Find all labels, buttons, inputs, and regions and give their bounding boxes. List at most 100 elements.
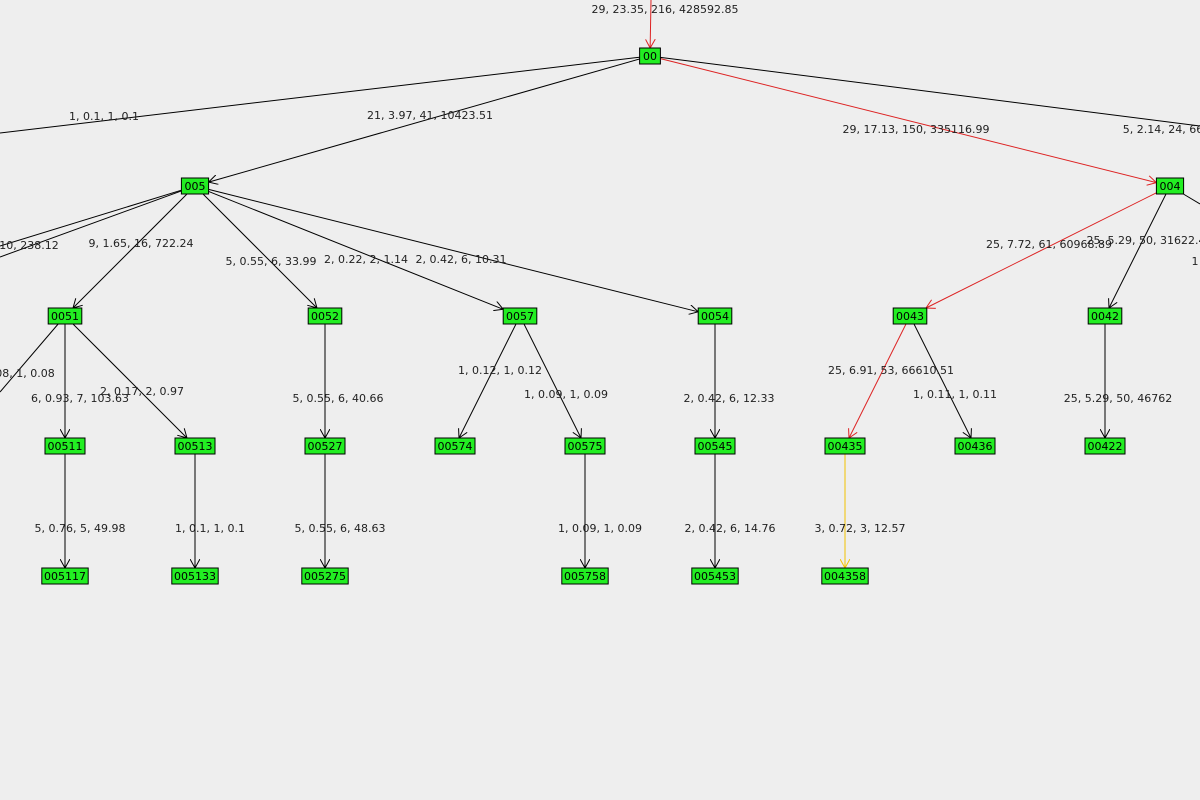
edge-0057-to-00574 — [459, 323, 517, 438]
node-box-005[interactable] — [180, 177, 210, 195]
edge-label-005-to-0051: 9, 1.65, 16, 722.24 — [89, 237, 194, 250]
tree-node-0042[interactable]: 0042 — [1087, 307, 1123, 325]
node-box-00436[interactable] — [954, 437, 996, 455]
node-label-00422: 00422 — [1088, 440, 1123, 453]
edge-004-to-0042 — [1109, 193, 1167, 308]
edge-label-0051-to-offleft-4: 08, 1, 0.08 — [0, 367, 55, 380]
tree-node-0043[interactable]: 0043 — [892, 307, 928, 325]
tree-node-005275[interactable]: 005275 — [301, 567, 349, 585]
tree-node-005117[interactable]: 005117 — [41, 567, 89, 585]
edge-label-005-to-0054: 2, 0.42, 6, 10.31 — [416, 253, 507, 266]
tree-node-00513[interactable]: 00513 — [174, 437, 216, 455]
node-box-00435[interactable] — [824, 437, 866, 455]
tree-node-004358[interactable]: 004358 — [821, 567, 869, 585]
node-label-00574: 00574 — [438, 440, 473, 453]
tree-node-00575[interactable]: 00575 — [564, 437, 606, 455]
node-box-0043[interactable] — [892, 307, 928, 325]
edge-label-005-to-0052: 5, 0.55, 6, 33.99 — [226, 255, 317, 268]
edge-label-00-to-004: 29, 17.13, 150, 335116.99 — [843, 123, 990, 136]
node-box-00422[interactable] — [1084, 437, 1126, 455]
edge-0057-to-00575 — [523, 323, 581, 438]
node-label-00435: 00435 — [828, 440, 863, 453]
tree-node-005758[interactable]: 005758 — [561, 567, 609, 585]
node-label-0052: 0052 — [311, 310, 339, 323]
edge-label-00-to-offright-1: 5, 2.14, 24, 66 — [1123, 123, 1200, 136]
edge-004-to-offright-2 — [1183, 193, 1200, 205]
tree-node-005133[interactable]: 005133 — [171, 567, 219, 585]
node-box-004[interactable] — [1155, 177, 1185, 195]
node-label-00: 00 — [643, 50, 657, 63]
tree-node-00574[interactable]: 00574 — [434, 437, 476, 455]
node-box-00574[interactable] — [434, 437, 476, 455]
edge-005-to-0057 — [208, 190, 504, 309]
nodes-layer: 00 005 004 0051 0052 0057 0054 0043 0042 00511 005… — [41, 47, 1185, 585]
edge-label-0043-to-00436: 1, 0.11, 1, 0.11 — [913, 388, 997, 401]
tree-node-004[interactable]: 004 — [1155, 177, 1185, 195]
node-label-005: 005 — [185, 180, 206, 193]
edge-label-004-to-offright-2: 1 — [1192, 255, 1199, 268]
node-box-0052[interactable] — [307, 307, 343, 325]
edge-label-00511-to-005117: 5, 0.76, 5, 49.98 — [35, 522, 126, 535]
edge-label-00513-to-005133: 1, 0.1, 1, 0.1 — [175, 522, 245, 535]
node-box-0057[interactable] — [502, 307, 538, 325]
edge-label-0057-to-00575: 1, 0.09, 1, 0.09 — [524, 388, 608, 401]
tree-node-00435[interactable]: 00435 — [824, 437, 866, 455]
node-box-005453[interactable] — [691, 567, 739, 585]
edge-005-to-offleft-2 — [0, 189, 182, 247]
edge-005-to-0054 — [208, 188, 699, 311]
tree-node-00511[interactable]: 00511 — [44, 437, 86, 455]
node-box-005117[interactable] — [41, 567, 89, 585]
node-label-005133: 005133 — [174, 570, 216, 583]
node-label-0057: 0057 — [506, 310, 534, 323]
edge-label-005-to-0057: 2, 0.22, 2, 1.14 — [324, 253, 408, 266]
node-label-00545: 00545 — [698, 440, 733, 453]
node-label-0042: 0042 — [1091, 310, 1119, 323]
node-label-00436: 00436 — [958, 440, 993, 453]
node-label-004358: 004358 — [824, 570, 866, 583]
edge-label-0051-to-00513: 2, 0.17, 2, 0.97 — [100, 385, 184, 398]
tree-node-00545[interactable]: 00545 — [694, 437, 736, 455]
tree-node-005453[interactable]: 005453 — [691, 567, 739, 585]
node-box-005275[interactable] — [301, 567, 349, 585]
node-box-004358[interactable] — [821, 567, 869, 585]
node-box-00511[interactable] — [44, 437, 86, 455]
node-box-0042[interactable] — [1087, 307, 1123, 325]
node-box-005758[interactable] — [561, 567, 609, 585]
tree-node-0057[interactable]: 0057 — [502, 307, 538, 325]
node-box-005133[interactable] — [171, 567, 219, 585]
tree-node-00422[interactable]: 00422 — [1084, 437, 1126, 455]
node-label-00511: 00511 — [48, 440, 83, 453]
node-box-0051[interactable] — [47, 307, 83, 325]
node-box-0054[interactable] — [697, 307, 733, 325]
edge-0043-to-00436 — [913, 323, 971, 438]
tree-node-0051[interactable]: 0051 — [47, 307, 83, 325]
node-label-0054: 0054 — [701, 310, 729, 323]
node-box-00513[interactable] — [174, 437, 216, 455]
edge-005-to-offleft-3 — [0, 190, 182, 258]
edge-label-00575-to-005758: 1, 0.09, 1, 0.09 — [558, 522, 642, 535]
node-box-00527[interactable] — [304, 437, 346, 455]
edge-label-00-to-005: 21, 3.97, 41, 10423.51 — [367, 109, 493, 122]
edge-root-in-to-00 — [650, 0, 651, 48]
tree-node-005[interactable]: 005 — [180, 177, 210, 195]
edge-label-00545-to-005453: 2, 0.42, 6, 14.76 — [685, 522, 776, 535]
node-box-00[interactable] — [639, 47, 661, 65]
node-label-00575: 00575 — [568, 440, 603, 453]
tree-node-0052[interactable]: 0052 — [307, 307, 343, 325]
edge-005-to-0051 — [73, 193, 188, 308]
node-label-005453: 005453 — [694, 570, 736, 583]
node-box-00545[interactable] — [694, 437, 736, 455]
tree-node-00436[interactable]: 00436 — [954, 437, 996, 455]
node-label-005275: 005275 — [304, 570, 346, 583]
node-label-0043: 0043 — [896, 310, 924, 323]
tree-node-00[interactable]: 00 — [639, 47, 661, 65]
edge-label-00527-to-005275: 5, 0.55, 6, 48.63 — [295, 522, 386, 535]
tree-node-00527[interactable]: 00527 — [304, 437, 346, 455]
edge-0051-to-offleft-4 — [0, 323, 59, 393]
edges-layer — [0, 0, 1200, 568]
tree-node-0054[interactable]: 0054 — [697, 307, 733, 325]
node-box-00575[interactable] — [564, 437, 606, 455]
edge-label-004-to-0043: 25, 7.72, 61, 60968.89 — [986, 238, 1112, 251]
